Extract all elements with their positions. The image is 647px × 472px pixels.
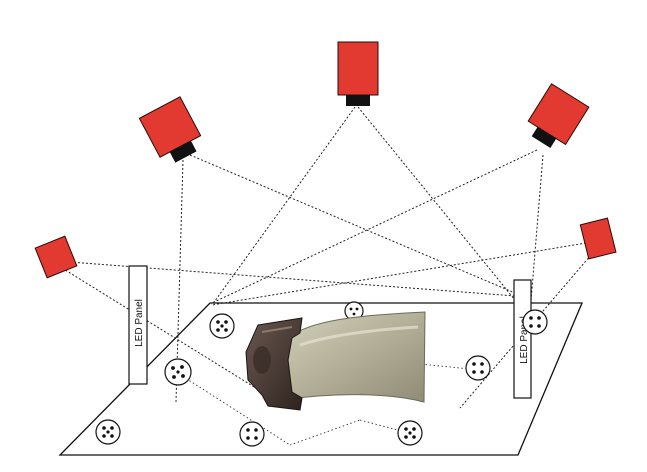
led-panel-icon (128, 265, 148, 385)
marker-icon (164, 358, 192, 386)
marker-icon (239, 421, 265, 447)
marker-icon (209, 313, 235, 339)
camera-left (34, 235, 78, 279)
camera-top (337, 41, 379, 106)
blade-root (245, 317, 303, 411)
camera-icon (337, 41, 379, 106)
marker-icon (344, 301, 364, 321)
camera-upper-left (138, 96, 202, 163)
camera-upper-right (527, 83, 590, 148)
calibration-markers (95, 301, 548, 447)
camera-icon (579, 217, 617, 260)
led-panel-icon (513, 279, 532, 399)
marker-icon (397, 420, 423, 446)
turbine-blade-icon (245, 311, 426, 411)
led-panel-left-label: LED Panel (134, 299, 145, 347)
led-panel-right-label: LED Panel (519, 316, 530, 364)
marker-icon (95, 419, 121, 445)
marker-icon (465, 355, 491, 381)
led-panel-right: LED Panel (513, 279, 532, 399)
camera-icon (34, 235, 78, 279)
camera-icon (527, 83, 590, 148)
led-panel-left: LED Panel (128, 265, 148, 385)
camera-icon (138, 96, 202, 163)
camera-right (579, 217, 617, 260)
marker-icon (522, 309, 548, 335)
